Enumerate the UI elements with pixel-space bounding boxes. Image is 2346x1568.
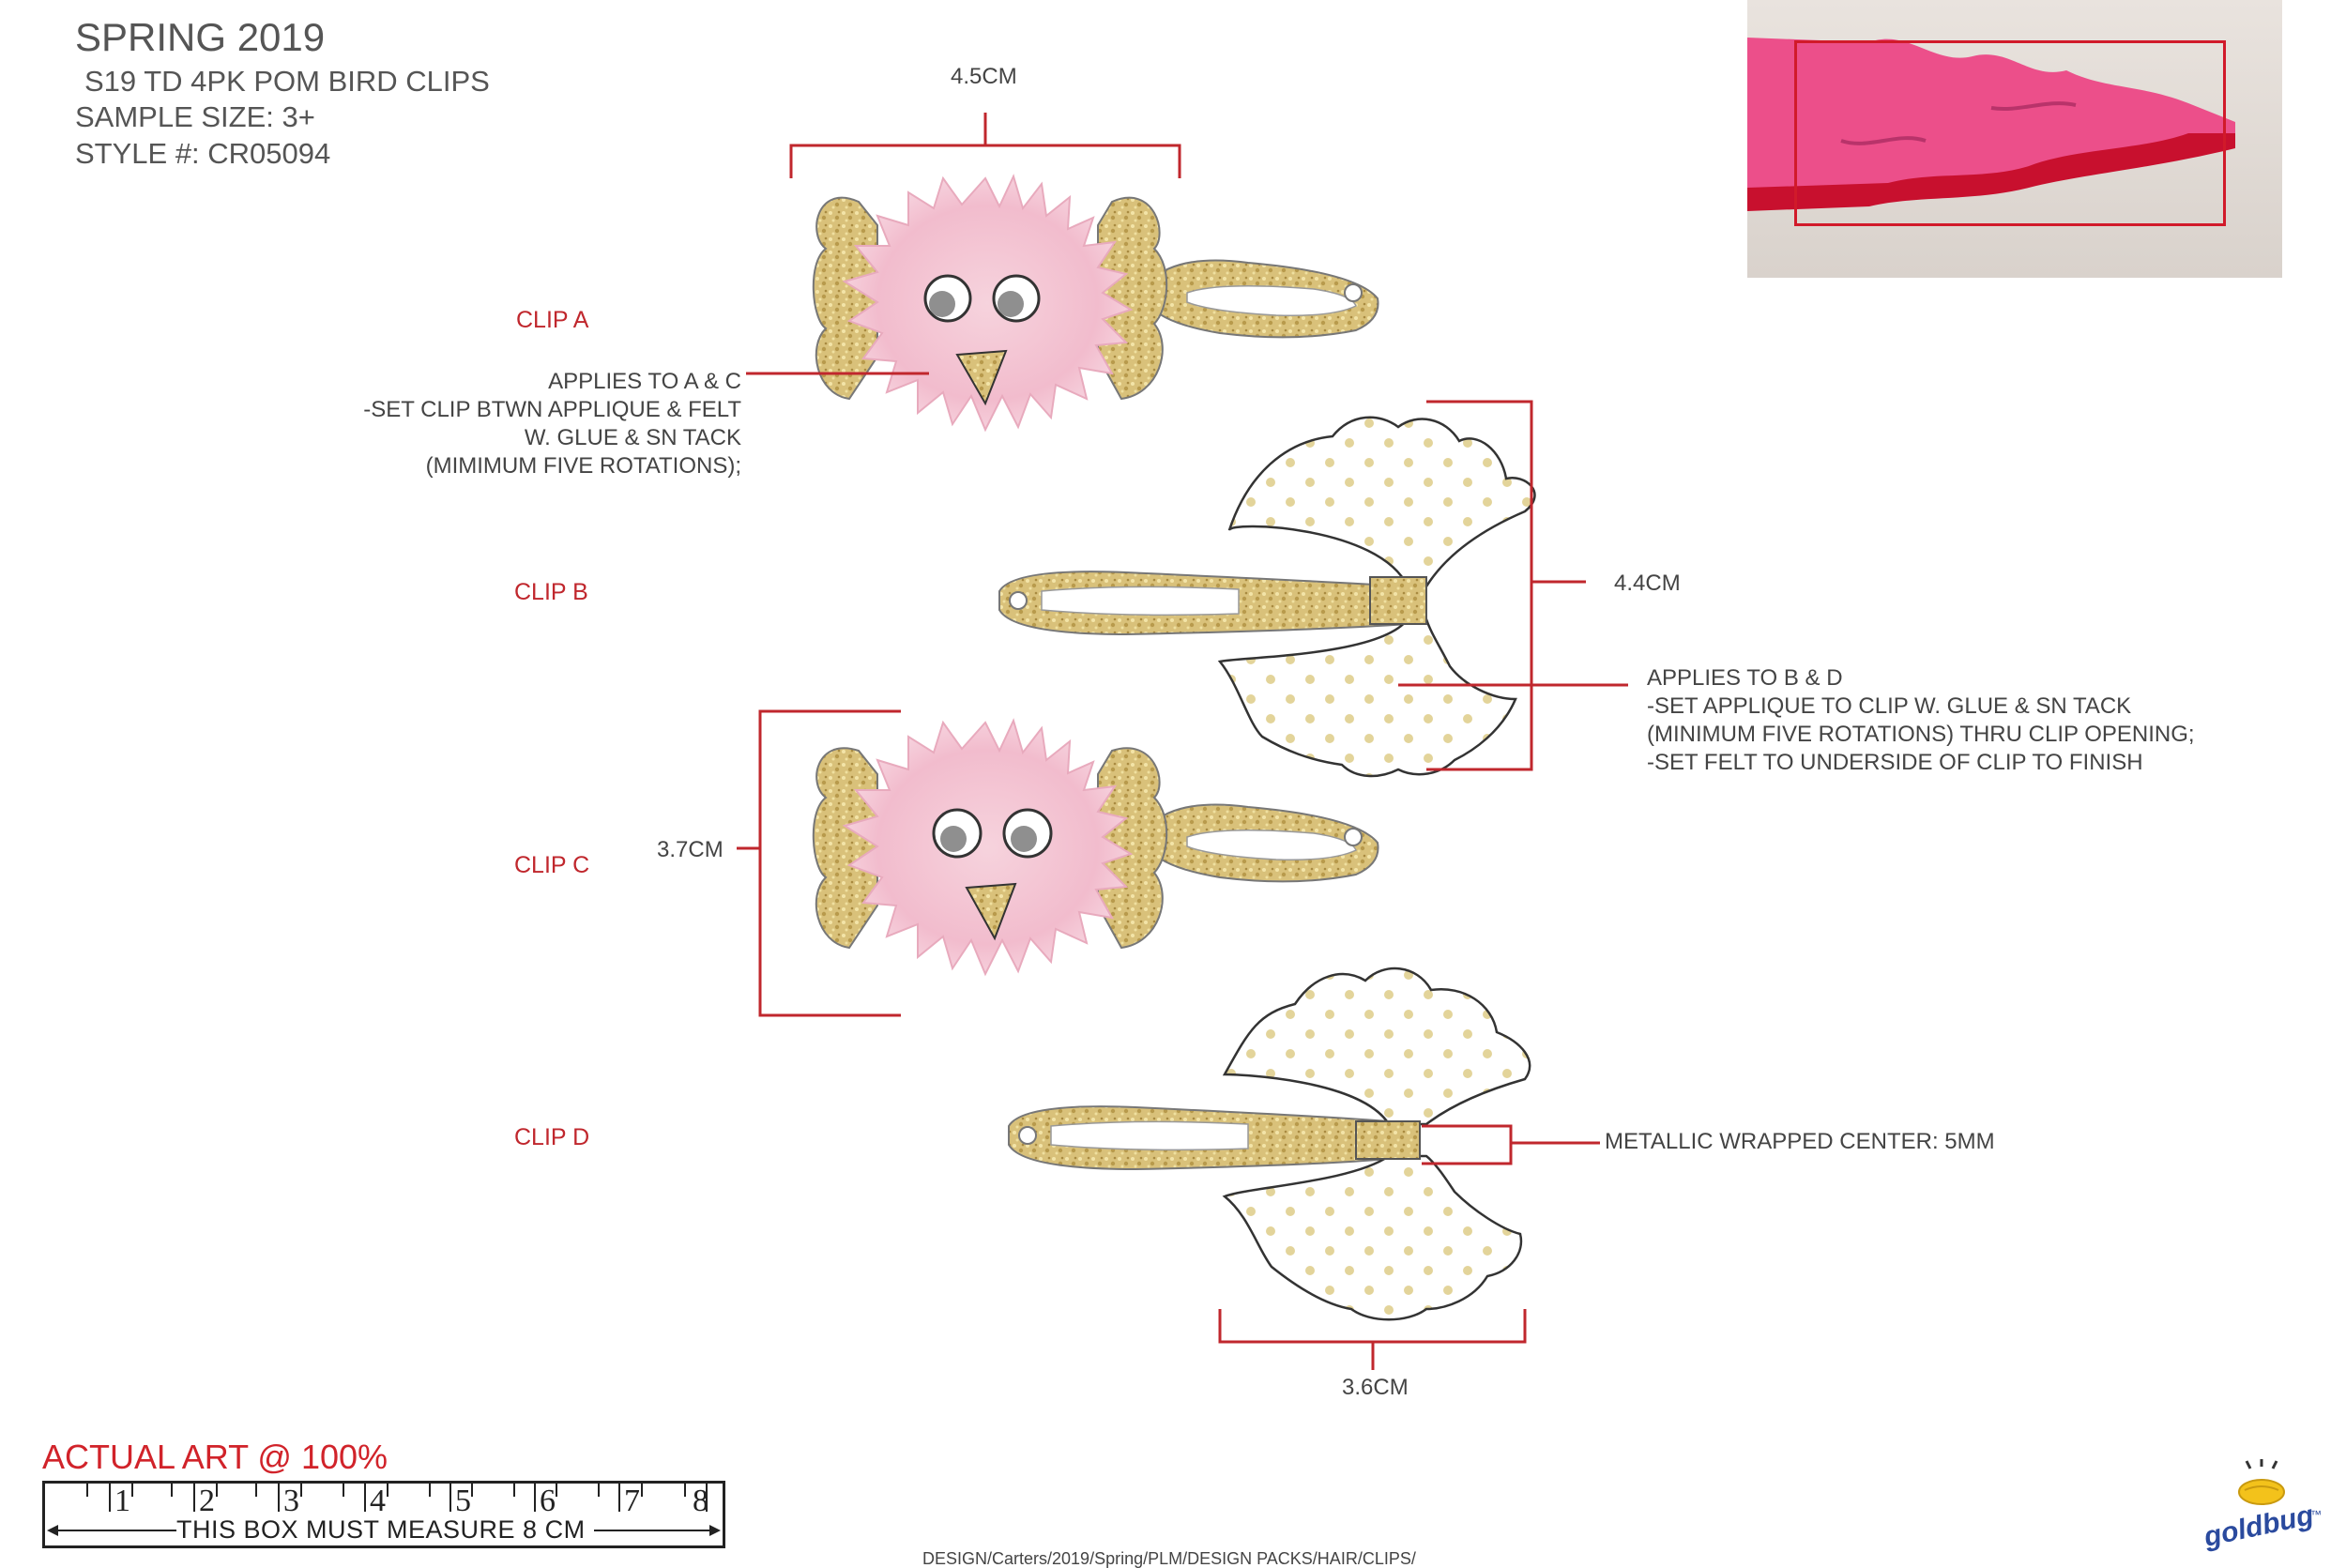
ruler-number-5: 5 <box>455 1484 471 1518</box>
file-path-footer: DESIGN/Carters/2019/Spring/PLM/DESIGN PA… <box>922 1549 1416 1568</box>
clip-a-label: CLIP A <box>516 307 589 333</box>
dimension-lines <box>737 113 1628 1370</box>
ruler-title: ACTUAL ART @ 100% <box>42 1438 388 1476</box>
ruler-ticks <box>47 1484 721 1536</box>
note-b-d-line-2: -SET APPLIQUE TO CLIP W. GLUE & SN TACK <box>1647 693 2132 719</box>
ruler-caption: THIS BOX MUST MEASURE 8 CM <box>176 1515 586 1544</box>
season-title: SPRING 2019 <box>75 15 326 59</box>
product-name: S19 TD 4PK POM BIRD CLIPS <box>84 65 490 98</box>
note-applies-b-d: APPLIES TO B & D -SET APPLIQUE TO CLIP W… <box>1647 664 2195 777</box>
note-a-c-line-4: (MIMIMUM FIVE ROTATIONS); <box>425 453 741 479</box>
sample-size: SAMPLE SIZE: 3+ <box>75 100 315 133</box>
clip-a-illustration <box>812 174 1379 433</box>
clip-d-illustration <box>1008 967 1531 1321</box>
note-a-c-line-1: APPLIES TO A & C <box>548 369 741 394</box>
note-a-c-line-3: W. GLUE & SN TACK <box>524 425 741 450</box>
note-applies-a-c: APPLIES TO A & C -SET CLIP BTWN APPLIQUE… <box>363 368 741 480</box>
goldbug-logo: goldbug ™ <box>2196 1459 2327 1553</box>
dimension-height-c: 3.7CM <box>657 837 724 862</box>
ruler-number-2: 2 <box>199 1484 215 1518</box>
dimension-width-d: 3.6CM <box>1342 1375 1409 1400</box>
note-a-c-line-2: -SET CLIP BTWN APPLIQUE & FELT <box>363 397 741 422</box>
note-metallic-center: METALLIC WRAPPED CENTER: 5MM <box>1605 1129 1995 1154</box>
note-b-d-line-3: (MINIMUM FIVE ROTATIONS) THRU CLIP OPENI… <box>1647 722 2195 747</box>
clip-c-illustration <box>812 718 1379 977</box>
ruler-number-1: 1 <box>114 1484 130 1518</box>
clip-b-illustration <box>998 416 1536 778</box>
ruler-number-6: 6 <box>540 1484 556 1518</box>
ruler-number-4: 4 <box>370 1484 386 1518</box>
clip-d-label: CLIP D <box>514 1124 590 1150</box>
ruler-number-8: 8 <box>693 1484 708 1518</box>
clip-b-label: CLIP B <box>514 579 588 605</box>
dimension-height-b: 4.4CM <box>1614 571 1681 596</box>
trademark-symbol: ™ <box>2310 1508 2322 1521</box>
note-b-d-line-1: APPLIES TO B & D <box>1647 665 1843 691</box>
note-b-d-line-4: -SET FELT TO UNDERSIDE OF CLIP TO FINISH <box>1647 750 2143 775</box>
ruler-box: 1 2 3 4 5 6 7 8 THIS BOX MUST MEASURE 8 … <box>42 1481 725 1548</box>
photo-highlight-box <box>1794 40 2226 226</box>
reference-photo <box>1747 0 2282 278</box>
dimension-width-a: 4.5CM <box>951 64 1017 89</box>
style-number: STYLE #: CR05094 <box>75 137 331 170</box>
clip-c-label: CLIP C <box>514 852 590 878</box>
ruler-number-3: 3 <box>283 1484 299 1518</box>
bug-icon <box>2238 1459 2285 1505</box>
ruler-number-7: 7 <box>624 1484 640 1518</box>
